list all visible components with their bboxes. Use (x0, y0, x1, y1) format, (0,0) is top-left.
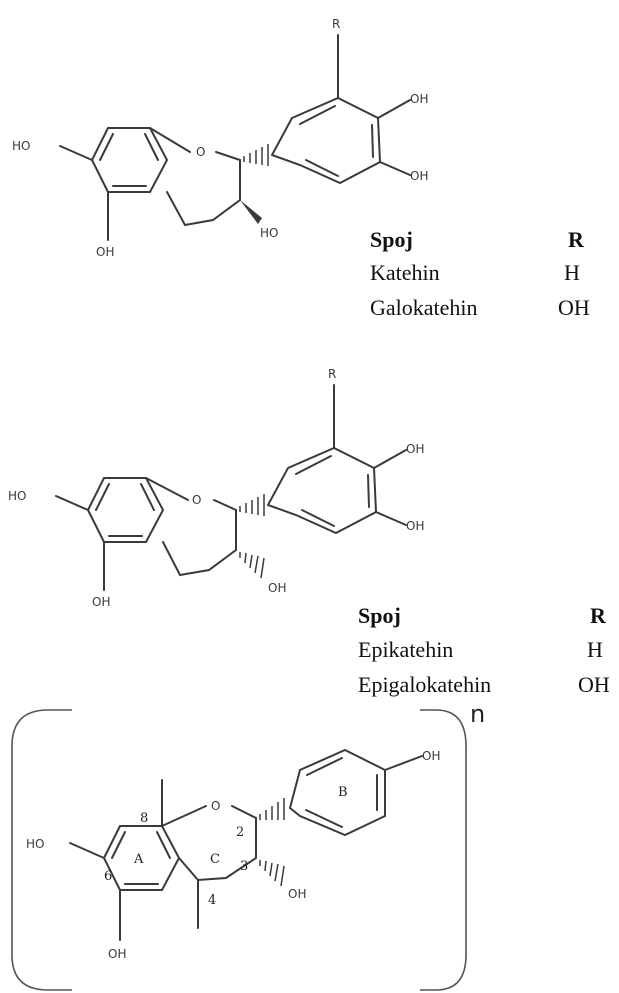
s2-table-head-compound: Spoj (358, 603, 401, 628)
s3-ring-b-label: B (338, 785, 348, 800)
structure-2-table: Spoj R Epikatehin H Epigalokatehin OH (358, 603, 610, 697)
s3-position-6: 6 (104, 869, 112, 884)
s1-table-head-compound: Spoj (370, 227, 413, 252)
s3-ring-o-label: O (211, 799, 220, 813)
s1-oh-top-label: OH (410, 92, 428, 106)
s1-r-label: R (332, 17, 340, 31)
structure-1-table: Spoj R Katehin H Galokatehin OH (370, 227, 590, 320)
s2-r-label: R (328, 367, 336, 381)
s1-row-2-r: OH (558, 295, 590, 320)
structure-3-brackets (11, 709, 467, 991)
structure-2: R OH OH HO OH OH O Spoj R Epikatehin H E… (8, 367, 610, 697)
structure-1-bonds (59, 34, 411, 241)
structure-1-atom-labels: R OH OH HO OH HO O (12, 17, 428, 259)
s1-row-1-name: Katehin (370, 260, 440, 285)
s1-row-1-r: H (564, 260, 580, 285)
s3-position-4: 4 (208, 893, 216, 908)
s3-ho-left-label: HO (26, 837, 44, 851)
s3-ring-c-label: C (210, 852, 220, 867)
s3-oh-3-label: OH (288, 887, 306, 901)
s3-position-8: 8 (140, 811, 148, 826)
s3-position-2: 2 (236, 825, 244, 840)
s2-table-head-r: R (590, 603, 607, 628)
s1-ring-o-label: O (196, 145, 205, 159)
s2-row-2-r: OH (578, 672, 610, 697)
s1-oh-right-label: OH (410, 169, 428, 183)
s3-left-bracket (11, 709, 72, 991)
structure-2-atom-labels: R OH OH HO OH OH O (8, 367, 424, 609)
structure-3-bonds (69, 748, 423, 941)
s2-oh-3-label: OH (268, 581, 286, 595)
s2-row-2-name: Epigalokatehin (358, 672, 491, 697)
s2-oh-right-label: OH (406, 519, 424, 533)
s2-ho-left-label: HO (8, 489, 26, 503)
structure-2-bonds (55, 384, 407, 591)
s3-repeat-subscript-n: n (470, 700, 485, 728)
s1-ho-left-label: HO (12, 139, 30, 153)
s2-row-1-r: H (587, 637, 603, 662)
structure-3-atom-labels: HO OH OH OH O (26, 749, 440, 961)
s3-oh-bottom-label: OH (108, 947, 126, 961)
s2-row-1-name: Epikatehin (358, 637, 453, 662)
s3-ring-a-label: A (133, 852, 144, 867)
s2-ring-o-label: O (192, 493, 201, 507)
s3-position-3: 3 (240, 859, 248, 874)
structure-3: HO OH OH OH O A B C 2 3 4 6 8 n (11, 700, 485, 991)
structure-3-ring-labels: A B C (133, 785, 348, 867)
s2-oh-bottom-label: OH (92, 595, 110, 609)
s3-oh-b-label: OH (422, 749, 440, 763)
s1-table-head-r: R (568, 227, 585, 252)
s3-right-bracket (420, 709, 467, 991)
s1-row-2-name: Galokatehin (370, 295, 478, 320)
s1-ho-3-label: HO (260, 226, 278, 240)
structure-3-position-labels: 2 3 4 6 8 (104, 811, 248, 908)
s1-oh-bottom-label: OH (96, 245, 114, 259)
s2-oh-top-label: OH (406, 442, 424, 456)
structure-1: R OH OH HO OH HO O Spoj R Katehin H Galo… (12, 17, 590, 320)
